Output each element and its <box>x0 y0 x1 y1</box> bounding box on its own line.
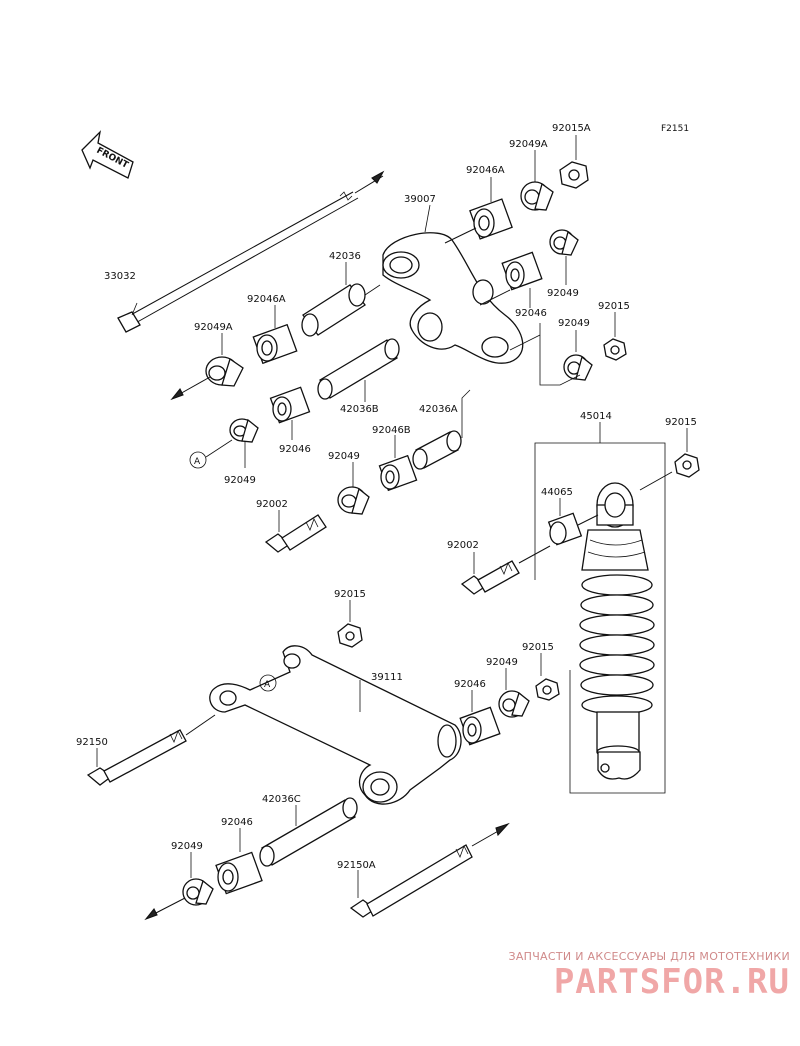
label-33032: 33032 <box>104 271 136 282</box>
nut-92015-lower-right <box>535 678 560 701</box>
watermark-tagline: ЗАПЧАСТИ И АКСЕССУАРЫ ДЛЯ МОТОТЕХНИКИ <box>508 950 790 963</box>
label-92150A: 92150A <box>337 860 376 871</box>
label-42036: 42036 <box>329 251 361 262</box>
label-92049-lower-left: 92049 <box>171 841 203 852</box>
label-92049A-left: 92049A <box>194 322 233 333</box>
nut-92015-upper <box>603 338 627 361</box>
label-92015-upper: 92015 <box>598 301 630 312</box>
washer-92049A-right <box>520 181 554 211</box>
washer-92049-mid <box>337 486 370 515</box>
label-42036C: 42036C <box>262 794 301 805</box>
washer-92049-lower-right <box>498 690 530 718</box>
label-92046A-right: 92046A <box>466 165 505 176</box>
label-45014: 45014 <box>580 411 612 422</box>
washer-92049-right-lower <box>563 354 593 381</box>
label-92046-lower-right: 92046 <box>454 679 486 690</box>
label-44065: 44065 <box>541 487 573 498</box>
washer-92049-right-upper <box>549 229 579 256</box>
label-92049-right-upper: 92049 <box>547 288 579 299</box>
callout-a-lower: A <box>264 680 271 690</box>
nut-92015-lower-left <box>337 623 363 648</box>
washer-92049-lower-left <box>182 878 214 906</box>
bolt-92002-upper <box>264 514 327 553</box>
bearing-92046-lower-right <box>459 706 501 746</box>
label-92049A-right: 92049A <box>509 139 548 150</box>
bolt-92002-shock <box>460 560 520 595</box>
label-92002-upper: 92002 <box>256 499 288 510</box>
bearing-92046-right <box>501 251 543 291</box>
shock-absorber-45014 <box>579 482 655 780</box>
label-92002-shock: 92002 <box>447 540 479 551</box>
label-92046-left: 92046 <box>279 444 311 455</box>
label-92049-right-lower: 92049 <box>558 318 590 329</box>
label-92046B: 92046B <box>372 425 411 436</box>
front-arrow-icon: FRONT <box>81 130 134 179</box>
sleeve-42036 <box>301 283 366 337</box>
bearing-92046-lower-left <box>215 851 263 895</box>
bearing-92046A-right <box>469 198 513 240</box>
label-39111: 39111 <box>371 672 403 683</box>
label-42036A: 42036A <box>419 404 458 415</box>
label-92015-shock: 92015 <box>665 417 697 428</box>
rocker-arm-39007 <box>382 232 524 364</box>
label-92049-mid: 92049 <box>328 451 360 462</box>
label-92015-lower-left: 92015 <box>334 589 366 600</box>
washer-92049-a <box>229 418 259 443</box>
bolt-92150 <box>86 714 216 786</box>
sleeve-42036A <box>412 430 462 470</box>
callout-a-upper: A <box>194 457 201 467</box>
watermark-brand-logo: PARTSFOR.RU <box>553 962 790 1002</box>
tie-rod-39111 <box>209 645 462 805</box>
figure-code: F2151 <box>661 124 689 134</box>
bearing-92046A-left <box>252 323 298 365</box>
nut-92015A <box>559 161 589 189</box>
bolt-33032 <box>117 170 385 333</box>
label-92015A: 92015A <box>552 123 591 134</box>
bolt-92150A <box>349 822 510 918</box>
nut-92015-shock <box>674 453 700 478</box>
label-92049-a: 92049 <box>224 475 256 486</box>
spring-coils <box>579 574 655 715</box>
bearing-92046B <box>378 454 418 492</box>
label-39007: 39007 <box>404 194 436 205</box>
sleeve-42036B <box>317 338 400 400</box>
label-92150: 92150 <box>76 737 108 748</box>
bearing-92046-left <box>269 386 311 424</box>
label-92015-lower-right: 92015 <box>522 642 554 653</box>
label-92046-lower-left: 92046 <box>221 817 253 828</box>
label-92049-lower-right: 92049 <box>486 657 518 668</box>
label-42036B: 42036B <box>340 404 379 415</box>
washer-92049A-left <box>205 356 244 387</box>
sleeve-42036C <box>259 797 358 867</box>
part-labels: 33032 39007 42036 92046A 92049A 92046A 9… <box>76 123 697 871</box>
collar-44065 <box>547 512 583 546</box>
label-92046-right: 92046 <box>515 308 547 319</box>
label-92046A-left: 92046A <box>247 294 286 305</box>
